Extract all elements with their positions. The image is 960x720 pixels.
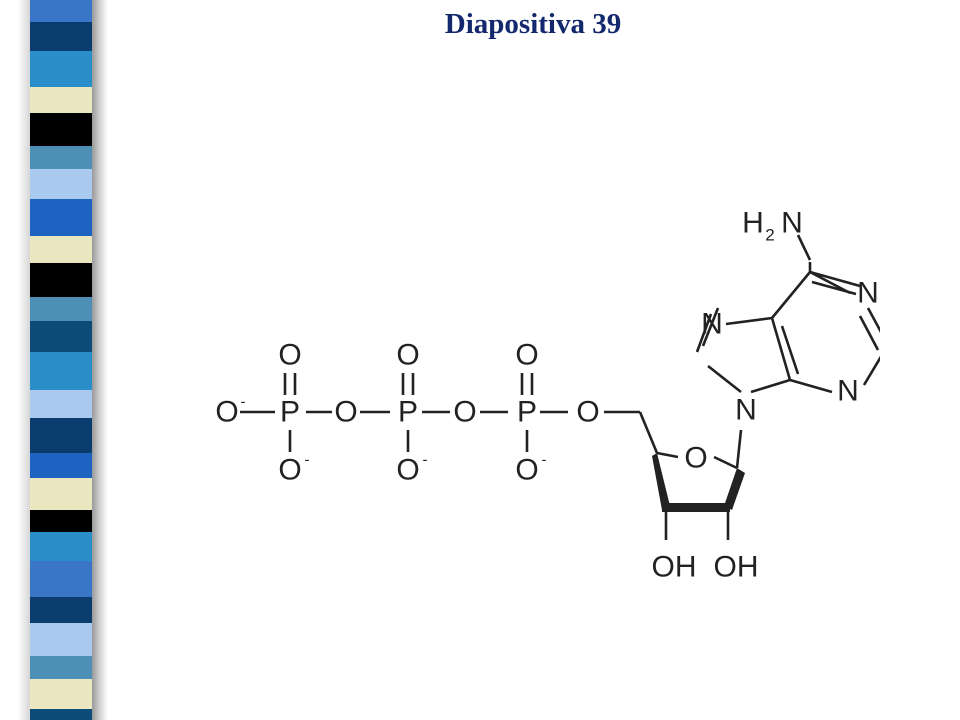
hydroxyl-left: OH [652,551,697,584]
phosphate-chain-bonds [240,373,640,452]
charge-bottom-alpha: - [542,452,547,469]
stripe-block [30,561,94,597]
stripe-block [30,22,94,51]
nitrogen-1: N [857,277,879,310]
stripe-block [30,709,94,720]
bridge-oxygen-1: O [334,396,357,429]
stripe-block [30,51,94,87]
amine-subscript: 2 [765,226,774,245]
bridge-oxygen-2: O [453,396,476,429]
atp-structure-diagram: O - P O O - O P O O - O P O O - O O OH O… [215,207,880,584]
nitrogen-3: N [837,375,859,408]
bar-left-shadow [18,0,32,720]
stripe-block [30,263,94,297]
stripe-block [30,679,94,709]
phosphate-atoms: O - P O O - O P O O - O P O O - O [215,339,599,487]
decorative-stripe-bar [30,0,94,720]
stripe-block [30,236,94,263]
stripe-block [30,453,94,478]
ring-oxygen: O [684,442,707,475]
oxygen-bottom-alpha: O [515,454,538,487]
stripe-block [30,146,94,169]
oxygen-top-alpha: O [515,339,538,372]
stripe-block [30,352,94,390]
stripe-block [30,532,94,561]
adenine-ring-bonds [695,234,880,394]
stripe-block [30,656,94,679]
hydroxyl-right: OH [714,551,759,584]
charge-bottom-gamma: - [305,452,310,469]
adenine-atoms: N N N N H 2 N [701,207,879,427]
stripe-block [30,199,94,236]
stripe-block [30,297,94,321]
nitrogen-7: N [701,308,723,341]
oxygen-bottom-gamma: O [278,454,301,487]
stripe-block [30,321,94,352]
nitrogen-9: N [735,394,757,427]
stripe-block [30,169,94,199]
stripe-block [30,623,94,656]
phosphorus-gamma: P [280,396,300,429]
stripe-block [30,87,94,113]
oxygen-bottom-beta: O [396,454,419,487]
stripe-block [30,0,94,22]
amine-nitrogen: N [781,207,803,240]
slide-title: Diapositiva 39 [444,8,622,40]
oxygen-top-beta: O [396,339,419,372]
ribose-atoms: O OH OH [652,442,759,584]
charge-left: - [241,394,246,411]
stripe-block [30,597,94,623]
charge-bottom-beta: - [423,452,428,469]
ribose-ring-bonds [638,411,745,540]
stripe-block [30,390,94,418]
amine-hydrogen: H [742,207,764,240]
bar-shadow-edge [92,0,108,720]
bridge-oxygen-3: O [576,396,599,429]
stripe-block [30,418,94,453]
stripe-block [30,113,94,146]
stripe-block [30,510,94,532]
phosphorus-alpha: P [517,396,537,429]
terminal-oxygen-left: O [215,396,238,429]
stripe-block [30,478,94,510]
phosphorus-beta: P [398,396,418,429]
oxygen-top-gamma: O [278,339,301,372]
